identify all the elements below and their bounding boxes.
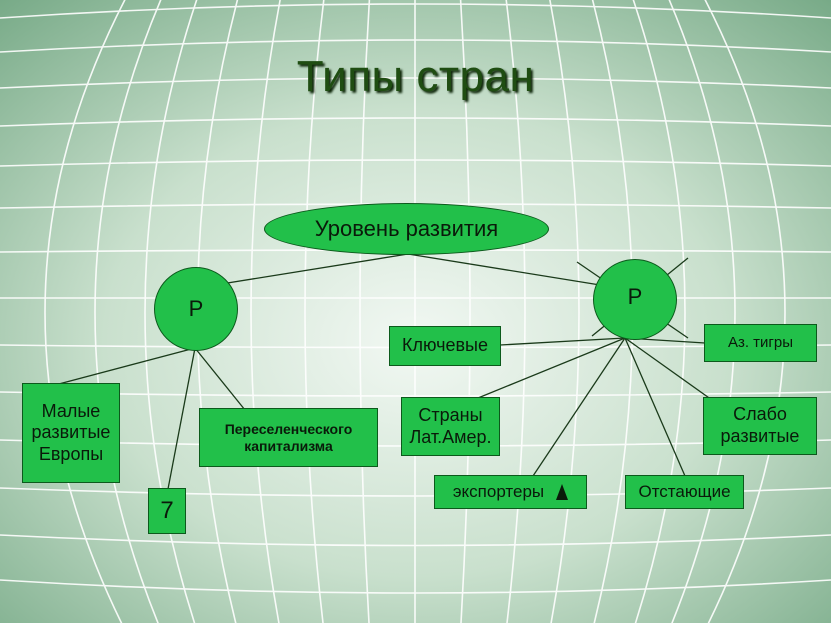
left-to-europe-line	[54, 347, 196, 386]
box-lagging: Отстающие	[625, 475, 744, 509]
triangle-icon	[556, 484, 569, 500]
box-latam: Страны Лат.Амер.	[401, 397, 500, 456]
left-to-seven-line	[167, 347, 196, 490]
box-asian-tigers-label: Аз. тигры	[727, 334, 794, 351]
root-node: Уровень развития	[264, 203, 549, 255]
right-to-weak-line	[624, 337, 713, 401]
box-settler-capitalism-label: Переселенческого капитализма	[224, 420, 353, 454]
box-seven: 7	[148, 488, 186, 534]
box-settler-capitalism: Переселенческого капитализма	[199, 408, 378, 467]
right-node-label: Р	[627, 284, 643, 309]
box-lagging-label: Отстающие	[638, 481, 731, 501]
right-node: Р	[593, 259, 677, 340]
left-to-settler-line	[194, 347, 246, 411]
box-latam-label: Страны Лат.Амер.	[409, 404, 492, 447]
box-seven-label: 7	[160, 496, 174, 524]
root-node-label: Уровень развития	[314, 216, 499, 241]
box-weak: Слабо развитые	[703, 397, 817, 455]
box-exporters-label: экспортеры	[452, 481, 545, 501]
box-key: Ключевые	[389, 326, 501, 366]
left-node-label: Р	[188, 296, 204, 321]
right-to-exporters-line	[532, 337, 626, 477]
right-to-latam-line	[477, 337, 626, 399]
box-small-europe: Малые развитые Европы	[22, 383, 120, 483]
right-to-lagging-line	[624, 337, 686, 477]
box-exporters: экспортеры	[434, 475, 587, 509]
root-to-left-line	[214, 253, 409, 286]
box-small-europe-label: Малые развитые Европы	[31, 400, 111, 464]
page-title: Типы стран	[296, 52, 535, 101]
box-weak-label: Слабо развитые	[720, 404, 800, 446]
box-key-label: Ключевые	[402, 335, 488, 356]
right-to-key-line	[499, 337, 626, 346]
box-asian-tigers: Аз. тигры	[704, 324, 817, 362]
root-to-right-line	[407, 253, 601, 286]
left-node: Р	[154, 267, 238, 351]
